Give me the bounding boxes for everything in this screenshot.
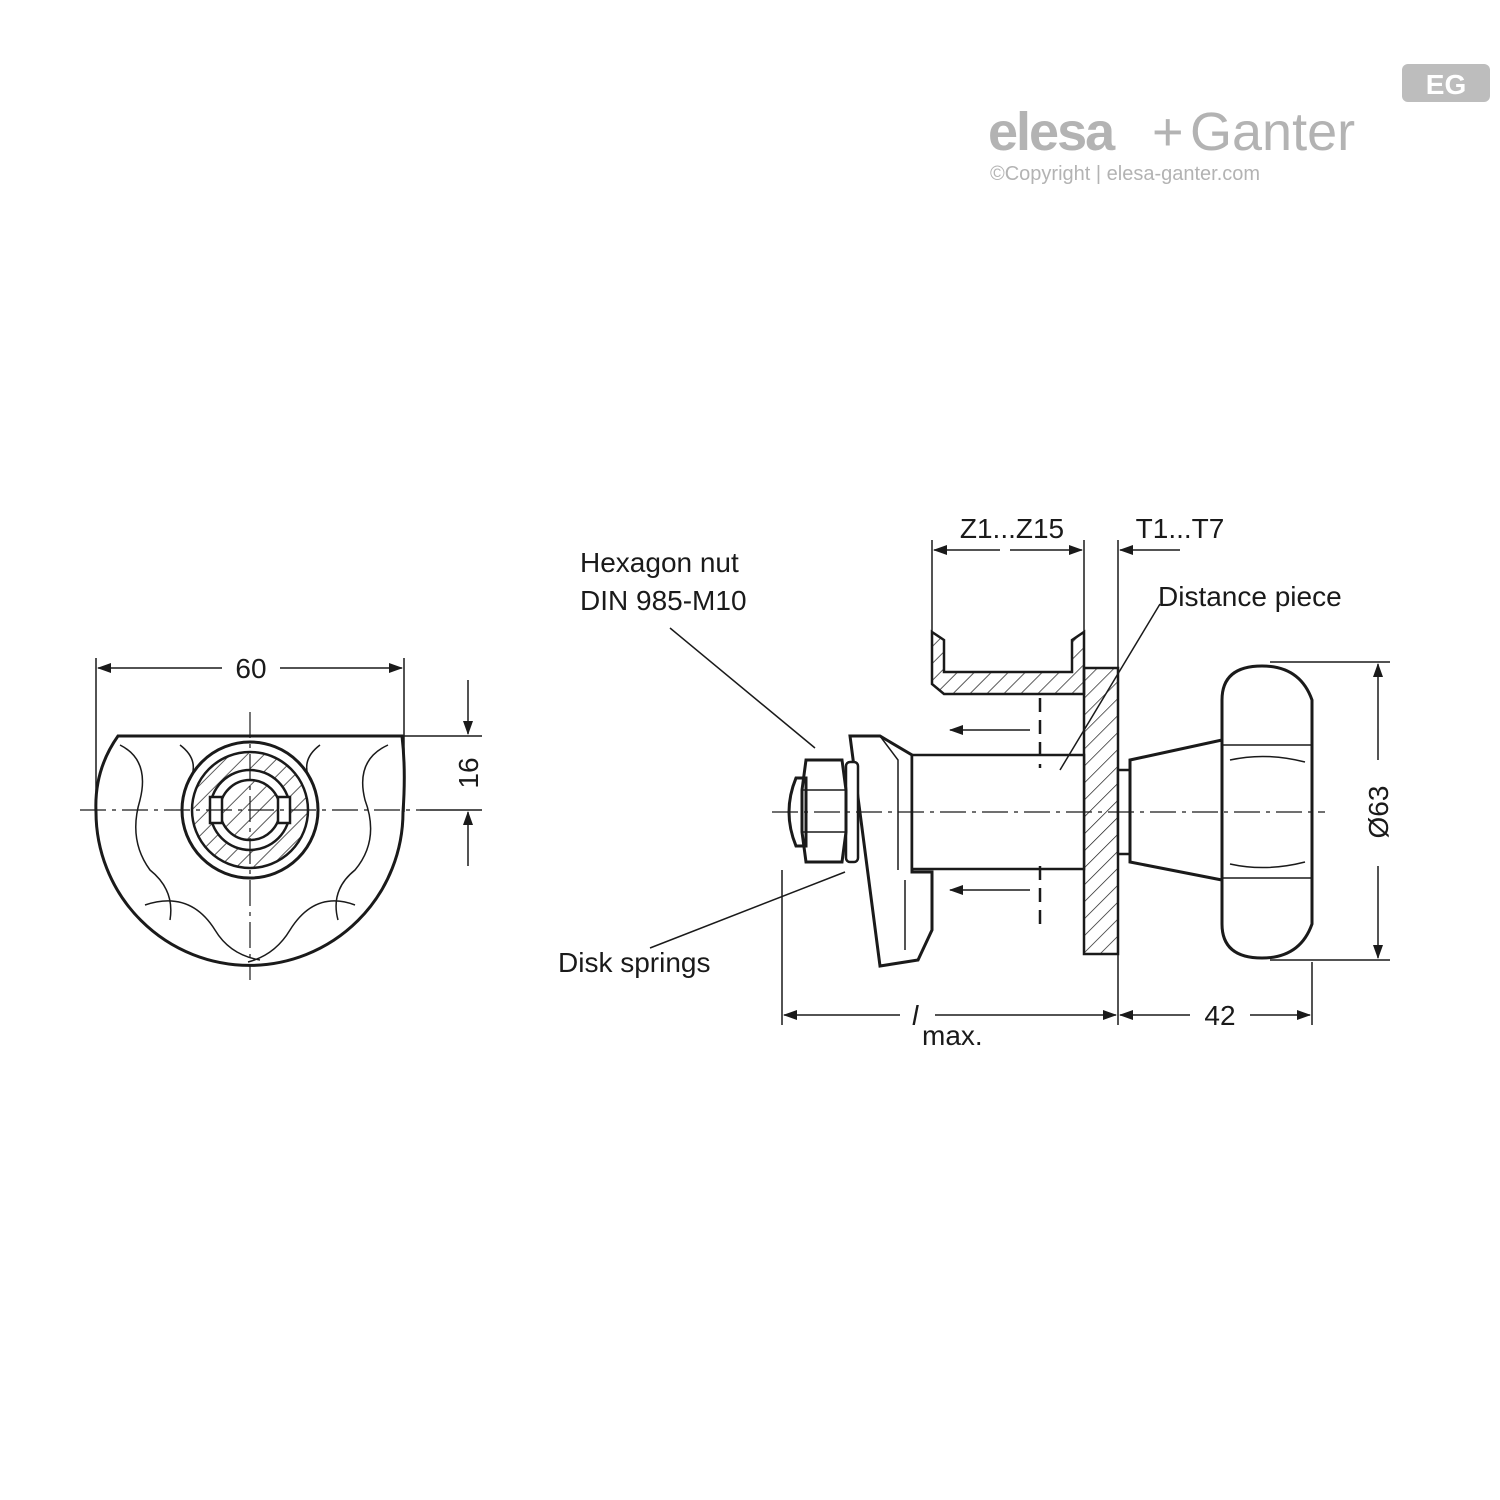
- grip-contour-1: [119, 744, 172, 921]
- knob-neck: [1128, 738, 1224, 882]
- brand-plus: +: [1152, 102, 1184, 162]
- bolt-end: [787, 776, 808, 848]
- frame-channel-section: [930, 629, 1086, 696]
- leader-distance-piece: [1059, 603, 1161, 771]
- hexagon-nut: [800, 758, 848, 864]
- label-distance-piece: Distance piece: [1158, 581, 1342, 612]
- cam-tongue: [848, 734, 934, 968]
- leader-disk-springs: [649, 871, 846, 949]
- dim-diameter: Ø63: [1363, 786, 1394, 839]
- brand-badge-text: EG: [1426, 69, 1466, 100]
- side-view: Z1...Z15 T1...T7 Ø63 l max. 42: [649, 513, 1394, 1051]
- dim-length-max: max.: [922, 1020, 983, 1051]
- label-disk-springs: Disk springs: [558, 947, 710, 978]
- label-hex-nut-line1: Hexagon nut: [580, 547, 739, 578]
- knob-lobe-3: [1229, 755, 1306, 763]
- knob-head: [1220, 664, 1314, 960]
- leader-hex-nut: [669, 627, 816, 749]
- knob-lobe-4: [1229, 861, 1306, 869]
- grip-contour-4: [247, 900, 356, 963]
- front-view: 60 16: [80, 653, 484, 980]
- brand-name-left: elesa: [988, 102, 1116, 162]
- grip-contour-3: [144, 900, 261, 961]
- grip-contour-2: [335, 744, 389, 921]
- dim-42: 42: [1204, 1000, 1235, 1031]
- dim-60: 60: [235, 653, 266, 684]
- dim-16: 16: [453, 757, 484, 788]
- brand-badge-icon: [1402, 64, 1490, 102]
- panel-section: [1082, 666, 1120, 956]
- brand-logo: elesa + Ganter ©Copyright | elesa-ganter…: [988, 64, 1490, 185]
- dim-length-l: l: [912, 1000, 919, 1031]
- dim-t-range: T1...T7: [1136, 513, 1225, 544]
- label-hex-nut-line2: DIN 985-M10: [580, 585, 747, 616]
- cam-edge: [879, 735, 899, 870]
- brand-copyright: ©Copyright | elesa-ganter.com: [990, 163, 1260, 185]
- dim-z-range: Z1...Z15: [960, 513, 1064, 544]
- brand-name-right: Ganter: [1190, 102, 1355, 162]
